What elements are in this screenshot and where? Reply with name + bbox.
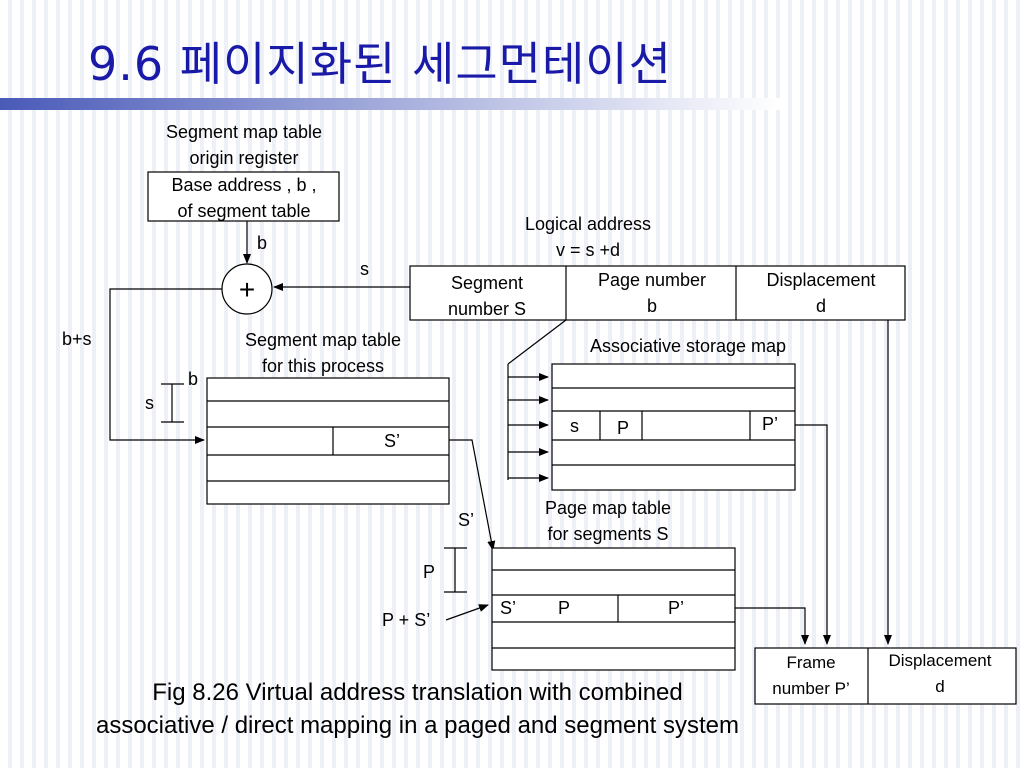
displacement-2: d [816,296,826,316]
origin-register-box-line-1: Base address , b , [171,175,316,195]
real-address-box [754,647,1017,705]
frame-number-2: number P’ [772,679,849,698]
page-map-table-title-1: Page map table [545,498,671,518]
pmt-entry-p-prime: P’ [668,598,684,618]
page-map-table-title-2: for segments S [547,524,668,544]
label-b: b [257,233,267,253]
segment-map-table-title-1: Segment map table [245,330,401,350]
displacement-1: Displacement [766,270,875,290]
associative-storage-map [551,363,796,491]
assoc-entry-p: P [617,418,629,438]
origin-register-title-2: origin register [189,148,298,168]
frame-number-1: Frame [786,653,835,672]
segment-number-2: number S [448,299,526,319]
smt-entry: S’ [384,431,400,451]
origin-register-box [147,171,340,222]
caption-line-1: Fig 8.26 Virtual address translation wit… [152,679,683,706]
slide-title: 9.6 페이지화된 세그먼테이션 [88,37,672,91]
logical-address-title-1: Logical address [525,214,651,234]
segment-map-table [206,377,450,505]
pmt-range-p: P [423,562,435,582]
associative-map-title: Associative storage map [590,336,786,356]
assoc-entry-s: s [570,416,579,436]
smt-range-s: s [145,393,154,413]
arrow-segment-to-page-table [449,439,496,551]
figure-caption: Fig 8.26 Virtual address translation wit… [30,676,805,742]
logical-address-title-2: v = s +d [556,240,620,260]
origin-register-box-line-2: of segment table [177,201,310,221]
label-s: s [360,259,369,279]
label-p-plus-s-prime: P + S’ [382,610,430,630]
label-s-prime: S’ [458,510,474,530]
segment-map-table-title-2: for this process [262,356,384,376]
arrow-assoc-to-frame [795,424,831,645]
page-number-1: Page number [598,270,706,290]
arrow-pmt-to-frame [735,607,809,645]
label-b-plus-s: b+s [62,329,92,349]
page-map-table [491,547,736,671]
segment-number-1: Segment [451,273,523,293]
adder-plus: + [239,274,255,305]
origin-register-title-1: Segment map table [166,122,322,142]
real-displacement-2: d [935,677,944,696]
pmt-entry-s-prime: S’ [500,598,516,618]
logical-address-box [409,265,906,321]
pmt-entry-p: P [558,598,570,618]
page-number-2: b [647,296,657,316]
arrow-b-plus-s [109,288,222,444]
title-underline-bar [0,98,780,110]
real-displacement-1: Displacement [889,651,992,670]
assoc-entry-p-prime: P’ [762,414,778,434]
smt-range-b: b [188,369,198,389]
caption-line-2: associative / direct mapping in a paged … [95,712,740,739]
